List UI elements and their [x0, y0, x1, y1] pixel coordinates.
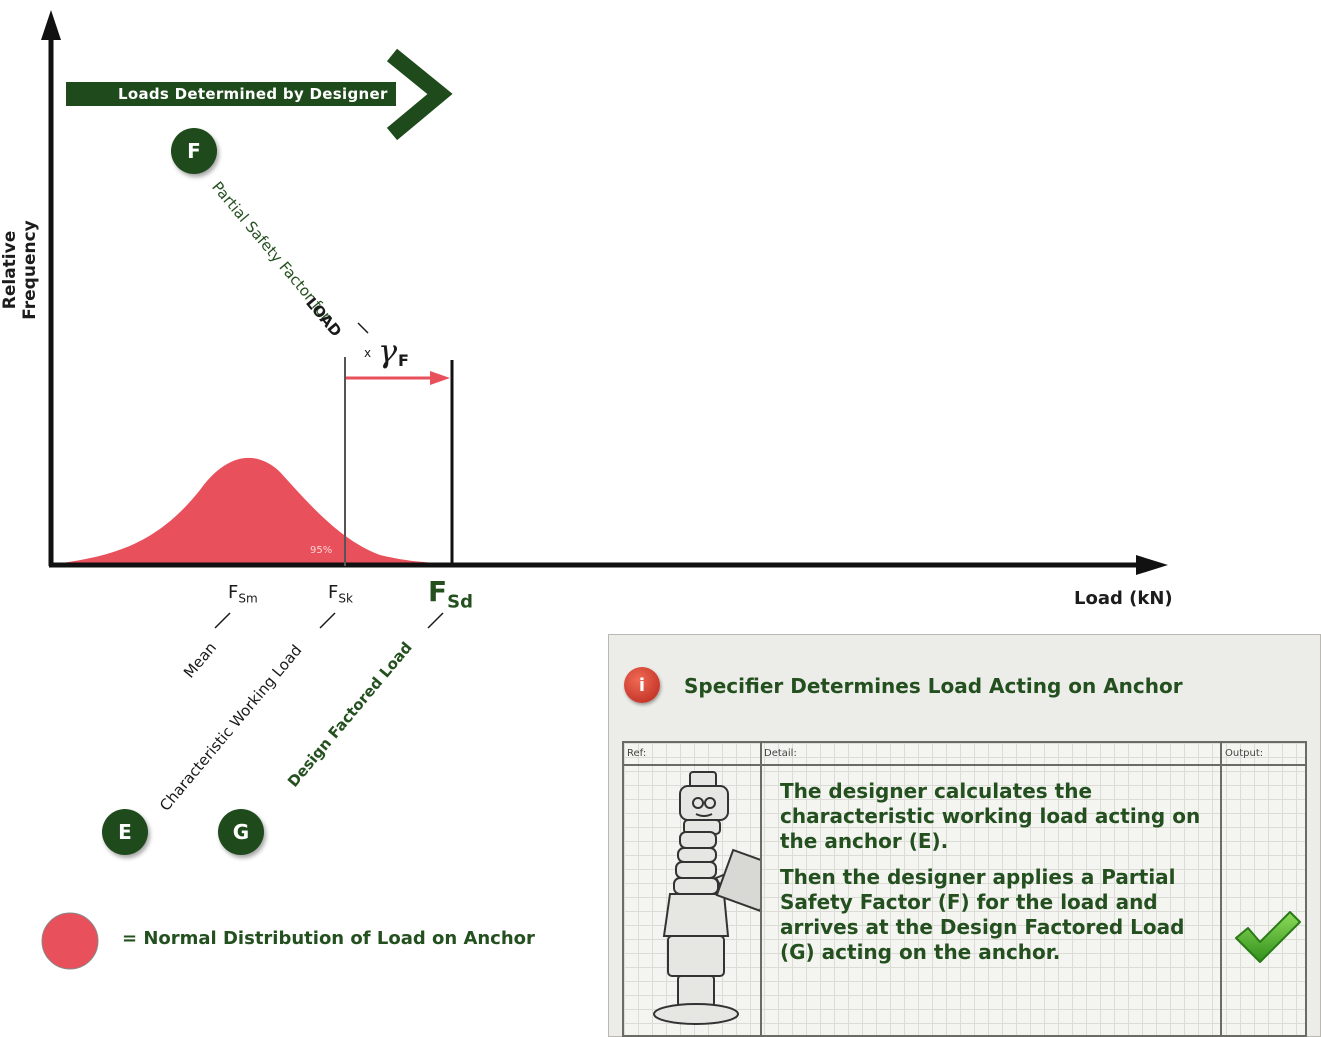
fsk-symbol: FSk: [328, 582, 353, 606]
gamma-symbol: γ: [378, 332, 398, 370]
col-header-detail: Detail:: [764, 748, 797, 759]
col-header-ref: Ref:: [627, 748, 647, 759]
marker-f: F: [171, 128, 217, 174]
table-col-divider-1: [760, 741, 762, 1037]
x-axis-arrowhead: [1136, 555, 1168, 575]
detail-paragraph-1: The designer calculates the characterist…: [780, 779, 1201, 853]
x-axis-label: Load (kN): [1074, 588, 1173, 609]
marker-g: G: [218, 809, 264, 855]
banner-label: Loads Determined by Designer: [118, 85, 388, 103]
fsd-symbol: FSd: [428, 575, 473, 613]
fsm-symbol: FSm: [228, 582, 258, 606]
y-axis-label: Relative Frequency: [0, 220, 40, 320]
normal-distribution-curve: [62, 457, 452, 566]
banner-arrow: [66, 48, 453, 141]
marker-e: E: [102, 809, 148, 855]
legend-label: = Normal Distribution of Load on Anchor: [122, 928, 535, 949]
y-axis-arrowhead: [41, 10, 61, 40]
engineer-illustration: [653, 771, 760, 1025]
info-icon: i: [624, 667, 660, 703]
col-header-output: Output:: [1225, 748, 1264, 759]
legend-swatch: [41, 912, 99, 970]
percent-label: 95%: [310, 545, 332, 556]
gamma-subscript: F: [398, 351, 409, 370]
panel-title: Specifier Determines Load Acting on Anch…: [684, 674, 1183, 698]
detail-paragraph-2: Then the designer applies a Partial Safe…: [780, 865, 1185, 964]
label-arrows: [214, 322, 444, 629]
table-col-divider-2: [1220, 741, 1222, 1037]
factor-arrowhead: [430, 371, 450, 385]
checkmark-icon: [1235, 911, 1301, 963]
times-sign: x: [364, 346, 372, 360]
table-header-divider: [622, 764, 1307, 766]
